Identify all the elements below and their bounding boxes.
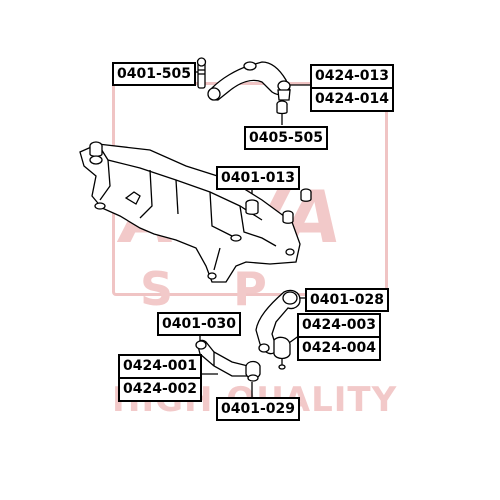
label-rear-link-b: 0424-002 <box>120 377 200 400</box>
lower-arm-part <box>255 289 301 370</box>
stabilizer-link-part <box>196 57 207 89</box>
label-upper-bushing: 0405-505 <box>244 126 328 150</box>
label-lower-front-bushing: 0401-028 <box>305 288 389 312</box>
label-rear-link-group: 0424-001 0424-002 <box>118 354 202 402</box>
label-lower-arm-group: 0424-003 0424-004 <box>297 313 381 361</box>
watermark-subtext: S P <box>140 262 289 316</box>
label-lower-arm-b: 0424-004 <box>299 336 379 359</box>
label-lower-arm-a: 0424-003 <box>302 317 376 333</box>
label-rear-link-bushing: 0401-030 <box>157 312 241 336</box>
label-upper-arm-group: 0424-013 0424-014 <box>310 64 394 112</box>
label-upper-arm-a: 0424-013 <box>315 68 389 84</box>
label-subframe-bushing: 0401-013 <box>216 166 300 190</box>
label-rear-link-ball: 0401-029 <box>216 397 300 421</box>
subframe-part <box>79 141 301 283</box>
rear-link-part <box>195 339 261 382</box>
subframe-bushing-part <box>245 188 312 224</box>
label-upper-arm-b: 0424-014 <box>312 87 392 110</box>
label-stabilizer-link: 0401-505 <box>112 62 196 86</box>
label-rear-link-a: 0424-001 <box>123 358 197 374</box>
upper-arm-part <box>207 61 291 101</box>
upper-bushing-part <box>276 100 288 115</box>
